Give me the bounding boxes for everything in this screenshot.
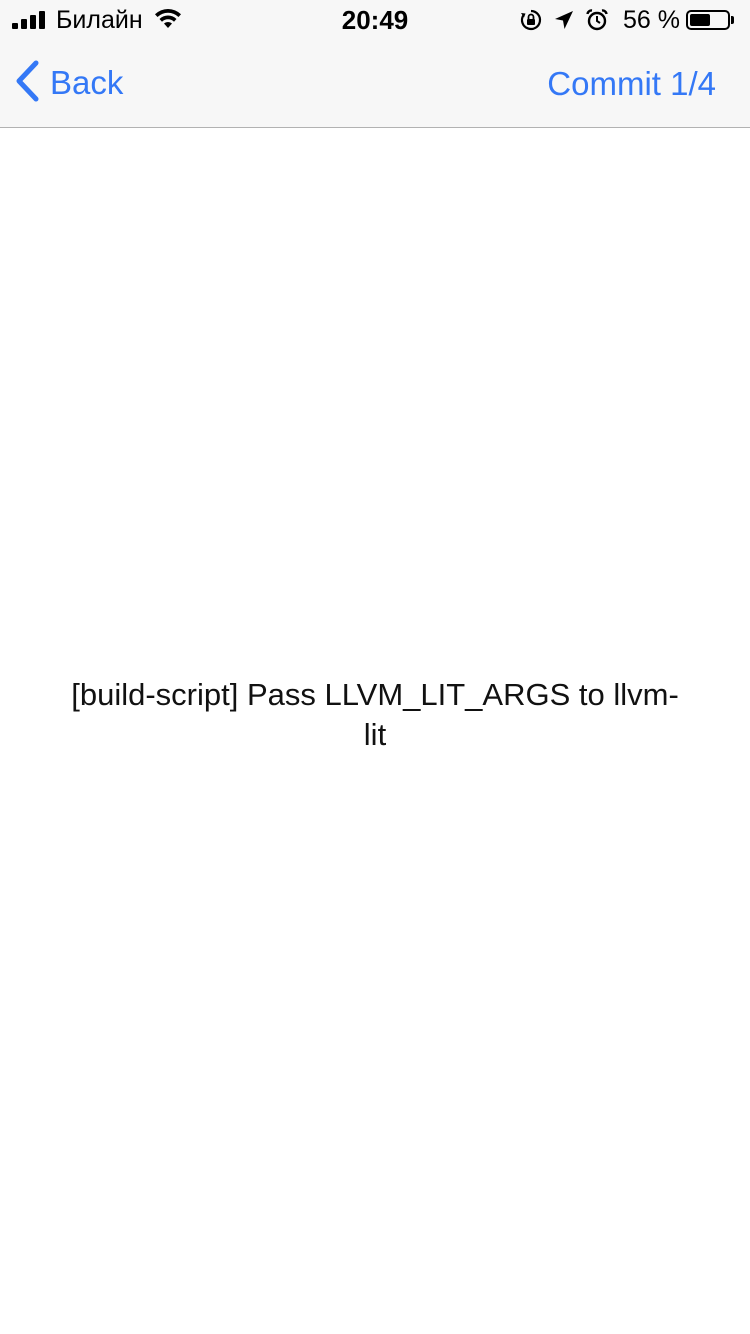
status-time: 20:49 xyxy=(341,5,409,35)
carrier-name: Билайн xyxy=(56,5,143,34)
chevron-left-icon xyxy=(14,60,40,107)
battery-percent: 56 % xyxy=(623,5,680,34)
wifi-icon xyxy=(153,7,183,34)
battery-fill xyxy=(690,14,710,26)
navigation-bar: Back Commit 1/4 xyxy=(0,40,750,128)
status-bar: Билайн 20:49 xyxy=(0,0,750,40)
alarm-icon xyxy=(585,8,609,32)
commit-counter-button[interactable]: Commit 1/4 xyxy=(547,65,716,102)
status-right: 56 % xyxy=(509,6,734,34)
signal-icon xyxy=(12,11,48,29)
back-button[interactable]: Back xyxy=(14,58,123,108)
back-label: Back xyxy=(50,64,124,101)
orientation-lock-icon xyxy=(519,8,543,32)
status-left: Билайн xyxy=(12,6,183,34)
location-icon xyxy=(553,9,575,31)
commit-message: [build-script] Pass LLVM_LIT_ARGS to llv… xyxy=(71,677,679,752)
battery-tip xyxy=(731,16,734,24)
commit-content: [build-script] Pass LLVM_LIT_ARGS to llv… xyxy=(0,128,750,1334)
battery-icon xyxy=(686,10,730,30)
